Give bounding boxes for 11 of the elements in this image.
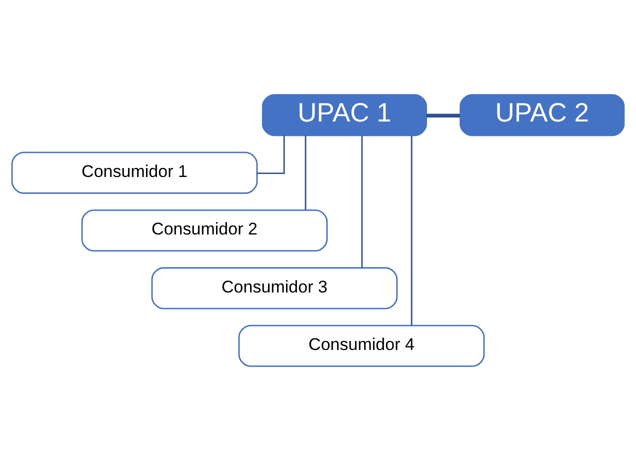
connector: [426, 113, 460, 117]
connector: [361, 135, 363, 268]
node-box: Consumidor 4: [238, 324, 485, 366]
node-box: UPAC 2: [460, 94, 625, 136]
connector: [410, 135, 412, 325]
node-box: Consumidor 2: [81, 208, 328, 252]
node-box: UPAC 1: [262, 94, 427, 136]
connector: [304, 134, 306, 210]
node-box: Consumidor 1: [11, 151, 258, 194]
connector: [257, 134, 285, 174]
node-box: Consumidor 3: [151, 266, 398, 309]
